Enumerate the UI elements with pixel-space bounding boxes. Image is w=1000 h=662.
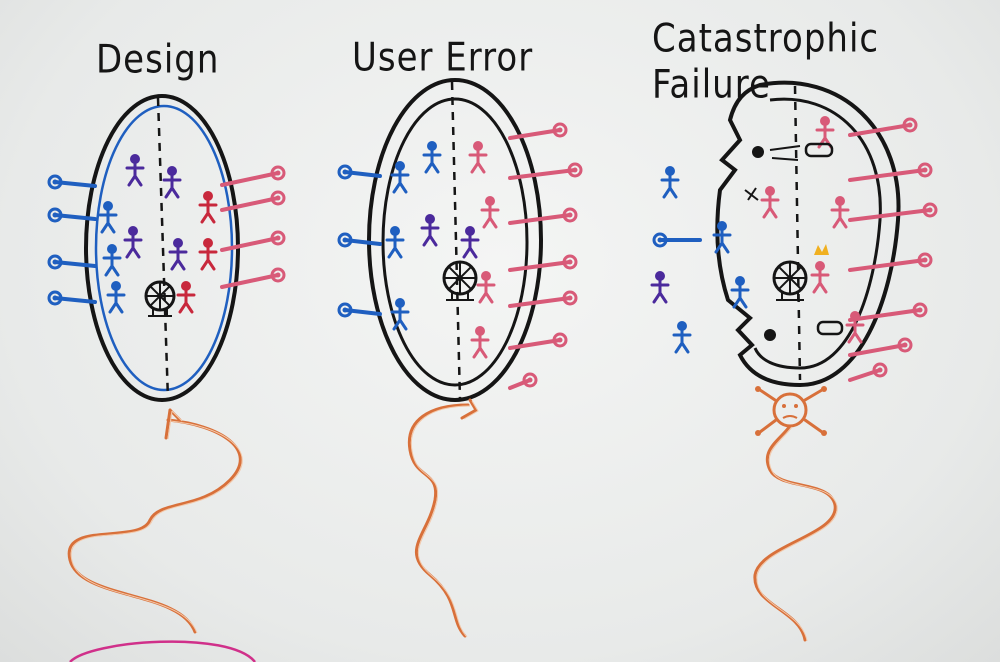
pin bbox=[848, 162, 933, 182]
cannonball bbox=[752, 146, 764, 158]
tail-user-error bbox=[407, 398, 479, 638]
pin bbox=[848, 117, 918, 137]
cannonball bbox=[764, 329, 776, 341]
pin bbox=[337, 164, 382, 180]
cannon bbox=[816, 320, 844, 336]
stick-figure bbox=[176, 281, 196, 314]
stick-figure bbox=[162, 166, 182, 199]
pin bbox=[848, 302, 928, 322]
pin bbox=[220, 165, 286, 187]
centerline-user-error bbox=[450, 81, 462, 401]
pin bbox=[652, 232, 702, 248]
stick-figure bbox=[468, 141, 488, 174]
ships-wheel bbox=[442, 260, 478, 301]
ships-wheel bbox=[772, 260, 808, 301]
stick-figure bbox=[102, 244, 122, 277]
hull-inner-user-error bbox=[381, 97, 529, 387]
stick-figure bbox=[650, 271, 670, 304]
magenta-arc bbox=[69, 640, 256, 662]
pin bbox=[848, 202, 938, 222]
title-catastrophic-failure: Catastrophic Failure bbox=[652, 16, 880, 108]
stick-figure bbox=[125, 154, 145, 187]
motion-lines bbox=[769, 145, 801, 161]
skull-and-crossbones-icon bbox=[755, 386, 827, 436]
tail-catastrophic-highlight bbox=[756, 426, 838, 642]
stick-figure bbox=[422, 141, 442, 174]
stick-figure bbox=[712, 221, 732, 254]
hull-outer-catastrophic bbox=[715, 80, 901, 388]
stick-figure bbox=[845, 311, 865, 344]
stick-figure bbox=[470, 326, 490, 359]
pin bbox=[47, 207, 97, 223]
tail-catastrophic bbox=[753, 424, 837, 642]
centerline-catastrophic bbox=[793, 85, 802, 381]
pin bbox=[47, 254, 97, 270]
stick-figure bbox=[830, 196, 850, 229]
stick-figure bbox=[390, 298, 410, 331]
hull-outer-user-error bbox=[367, 78, 543, 402]
pin bbox=[508, 122, 568, 140]
stick-figure bbox=[672, 321, 692, 354]
stick-figure bbox=[420, 214, 440, 247]
stick-figure bbox=[480, 196, 500, 229]
tail-design-highlight bbox=[70, 410, 243, 634]
stick-figure bbox=[198, 238, 218, 271]
pin bbox=[508, 207, 578, 225]
stick-figure bbox=[168, 238, 188, 271]
stick-figure bbox=[460, 226, 480, 259]
pin bbox=[220, 267, 286, 289]
stick-figure bbox=[476, 271, 496, 304]
pin bbox=[337, 232, 382, 248]
centerline-design bbox=[156, 97, 170, 401]
pin bbox=[508, 372, 538, 390]
pin bbox=[848, 337, 913, 357]
crown-icon bbox=[814, 244, 829, 255]
pin bbox=[508, 254, 578, 272]
title-user-error: User Error bbox=[352, 35, 534, 81]
pin bbox=[220, 190, 286, 212]
pin bbox=[220, 230, 286, 252]
hull-inner-catastrophic bbox=[753, 97, 882, 370]
stick-figure bbox=[385, 226, 405, 259]
pin bbox=[508, 290, 578, 308]
title-design: Design bbox=[96, 37, 220, 83]
stick-figure bbox=[815, 116, 835, 149]
stick-figure bbox=[760, 186, 780, 219]
stick-figure bbox=[106, 281, 126, 314]
tail-user-error-highlight bbox=[410, 400, 479, 638]
pin bbox=[47, 290, 97, 306]
pin bbox=[848, 362, 888, 382]
pin bbox=[508, 162, 583, 180]
hit-mark bbox=[744, 187, 759, 201]
pin bbox=[337, 302, 382, 318]
tail-design bbox=[67, 408, 242, 634]
stick-figure bbox=[810, 261, 830, 294]
stick-figure bbox=[123, 226, 143, 259]
stick-figure bbox=[730, 276, 750, 309]
stick-figure bbox=[660, 166, 680, 199]
pin bbox=[508, 332, 568, 350]
ships-wheel bbox=[144, 280, 176, 317]
pin bbox=[47, 174, 97, 190]
stick-figure bbox=[198, 191, 218, 224]
stick-figure bbox=[390, 161, 410, 194]
pin bbox=[848, 252, 933, 272]
stick-figure bbox=[98, 201, 118, 234]
cannon bbox=[804, 142, 834, 158]
